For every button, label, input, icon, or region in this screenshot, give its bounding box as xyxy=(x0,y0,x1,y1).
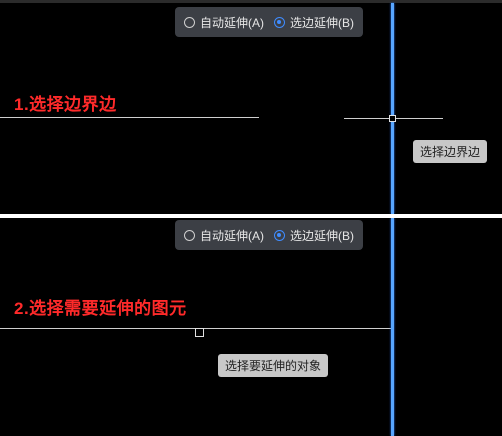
cad-canvas-step2[interactable]: 自动延伸(A) 选边延伸(B) 2.选择需要延伸的图元 选择要延伸的对象 xyxy=(0,218,502,436)
radio-selected-icon[interactable] xyxy=(274,16,285,28)
extend-mode-toolbar: 自动延伸(A) 选边延伸(B) xyxy=(175,7,363,37)
cursor-tooltip: 选择边界边 xyxy=(413,140,488,163)
pick-cursor-box xyxy=(389,115,396,122)
boundary-edge-line[interactable] xyxy=(391,3,394,214)
step-title: 1.选择边界边 xyxy=(14,95,117,114)
step-title: 2.选择需要延伸的图元 xyxy=(14,299,187,318)
window-top-edge xyxy=(0,0,502,3)
auto-extend-label: 自动延伸(A) xyxy=(200,15,264,30)
cursor-tooltip: 选择要延伸的对象 xyxy=(218,354,329,377)
auto-extend-label: 自动延伸(A) xyxy=(200,228,264,243)
radio-unselected-icon[interactable] xyxy=(184,229,195,241)
cad-canvas-step1[interactable]: 自动延伸(A) 选边延伸(B) 1.选择边界边 选择边界边 xyxy=(0,0,502,214)
select-edge-extend-label: 选边延伸(B) xyxy=(290,228,354,243)
pick-cursor-box xyxy=(195,328,204,337)
line-segment-left[interactable] xyxy=(0,117,259,118)
auto-extend-option[interactable]: 自动延伸(A) xyxy=(184,14,264,31)
select-edge-extend-label: 选边延伸(B) xyxy=(290,15,354,30)
auto-extend-option[interactable]: 自动延伸(A) xyxy=(184,227,264,244)
select-edge-extend-option[interactable]: 选边延伸(B) xyxy=(274,14,354,31)
radio-unselected-icon[interactable] xyxy=(184,16,195,28)
radio-selected-icon[interactable] xyxy=(274,229,285,241)
boundary-edge-line[interactable] xyxy=(391,218,394,436)
select-edge-extend-option[interactable]: 选边延伸(B) xyxy=(274,227,354,244)
panel-divider xyxy=(0,214,502,218)
extend-mode-toolbar: 自动延伸(A) 选边延伸(B) xyxy=(175,220,363,250)
